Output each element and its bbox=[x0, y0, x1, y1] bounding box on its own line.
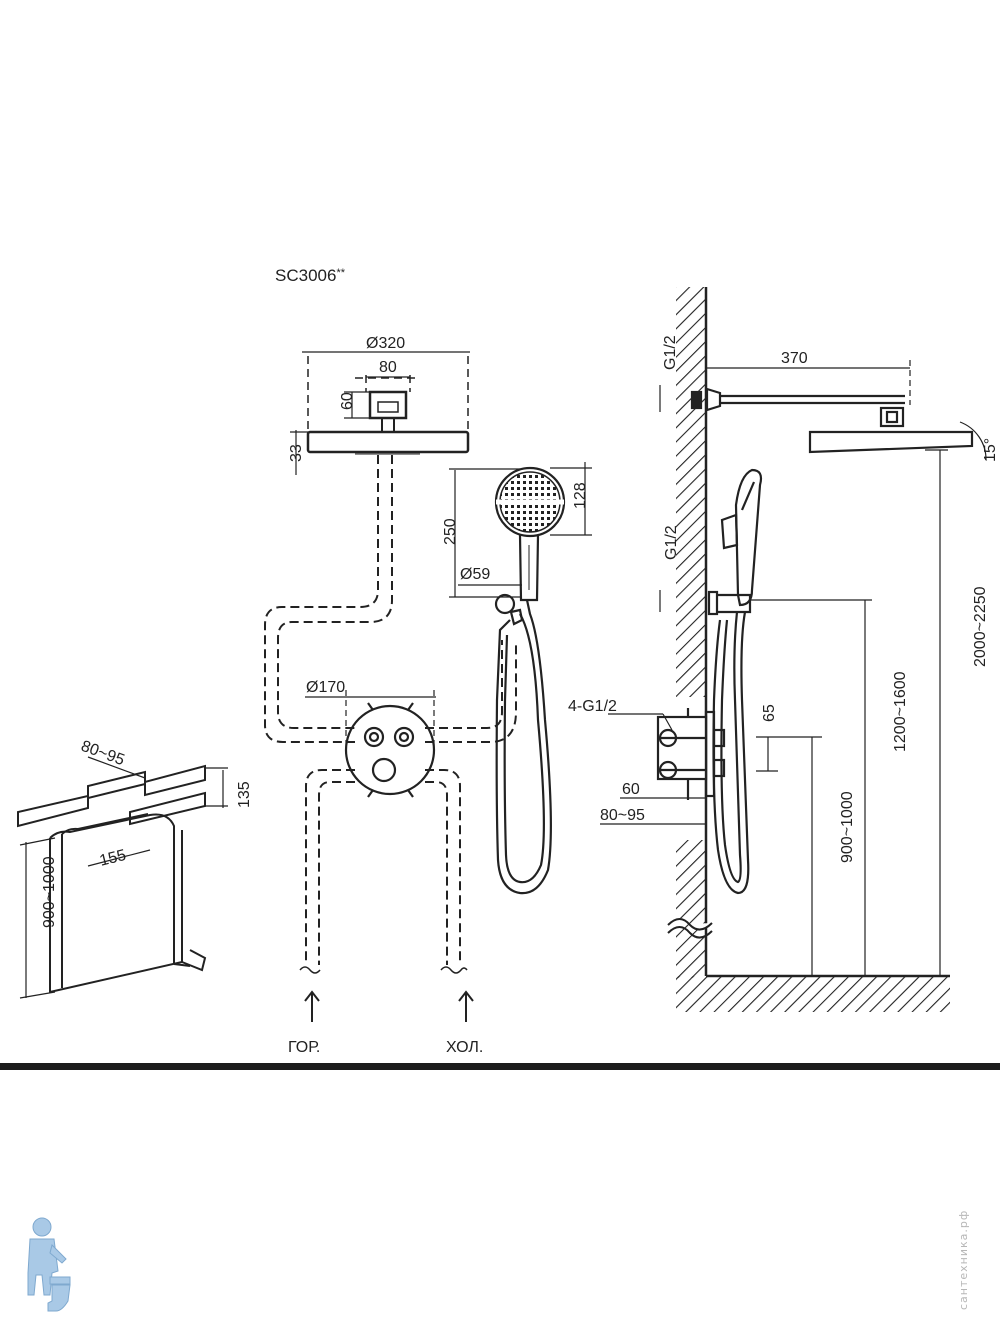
valve-height-label: 900~1000 bbox=[839, 791, 856, 863]
overhead-thickness-label: 33 bbox=[288, 444, 305, 462]
valve-thread-label: 4-G1/2 bbox=[568, 698, 617, 715]
box-height-label: 135 bbox=[236, 781, 253, 808]
mixer-dim-lines bbox=[305, 690, 436, 745]
inlet-arrows bbox=[304, 990, 474, 1022]
box-install-height-label: 900~1000 bbox=[41, 856, 58, 928]
valve-dim-lines bbox=[600, 713, 822, 825]
head-height-label: 2000~2250 bbox=[972, 586, 989, 667]
hand-shower-side bbox=[707, 468, 763, 895]
hose-thread-label: G1/2 bbox=[663, 525, 680, 560]
arm-thread-label: G1/2 bbox=[662, 335, 679, 370]
holder-height-label: 1200~1600 bbox=[892, 671, 909, 752]
cold-inlet-label: ХОЛ. bbox=[446, 1039, 483, 1056]
mount-width-label: 80 bbox=[379, 359, 397, 376]
box-width-label: 155 bbox=[98, 847, 128, 870]
hidden-pipes bbox=[264, 455, 517, 965]
shower-arm-side bbox=[690, 387, 974, 454]
mixer-plate bbox=[344, 702, 436, 798]
concealed-box bbox=[17, 764, 207, 994]
arm-dim-lines bbox=[659, 360, 987, 461]
valve-depth-label: 60 bbox=[622, 781, 640, 798]
valve-side bbox=[656, 708, 726, 800]
watermark-text: сантехника.рф bbox=[957, 1209, 970, 1310]
hand-shower bbox=[494, 466, 566, 895]
overhead-diameter-label: Ø320 bbox=[366, 335, 405, 352]
handshower-head-height-label: 128 bbox=[572, 482, 589, 509]
plumber-logo-icon bbox=[27, 1217, 71, 1312]
mixer-diameter-label: Ø170 bbox=[306, 679, 345, 696]
handshower-diameter-label: Ø59 bbox=[460, 566, 490, 583]
valve-spacing-label: 65 bbox=[761, 704, 778, 722]
pipe-break-marks bbox=[299, 966, 468, 974]
overhead-dim-lines bbox=[290, 351, 470, 475]
wall-depth-label: 80~95 bbox=[600, 807, 645, 824]
divider-bar bbox=[0, 1063, 1000, 1070]
overhead-dashed-outline bbox=[307, 356, 469, 432]
mount-height-label: 60 bbox=[339, 392, 356, 410]
height-dim-lines bbox=[750, 449, 948, 976]
handshower-dim-lines bbox=[449, 462, 592, 598]
handshower-height-label: 250 bbox=[442, 518, 459, 545]
box-depth-label: 80~95 bbox=[79, 738, 127, 769]
hot-inlet-label: ГОР. bbox=[288, 1039, 320, 1056]
box-dim-lines bbox=[19, 756, 228, 999]
model-title: SC3006** bbox=[275, 266, 346, 285]
arm-length-label: 370 bbox=[781, 350, 808, 367]
wall-section bbox=[667, 287, 950, 1012]
overhead-shower-front bbox=[306, 390, 470, 455]
arm-angle-label: 15° bbox=[982, 438, 999, 462]
